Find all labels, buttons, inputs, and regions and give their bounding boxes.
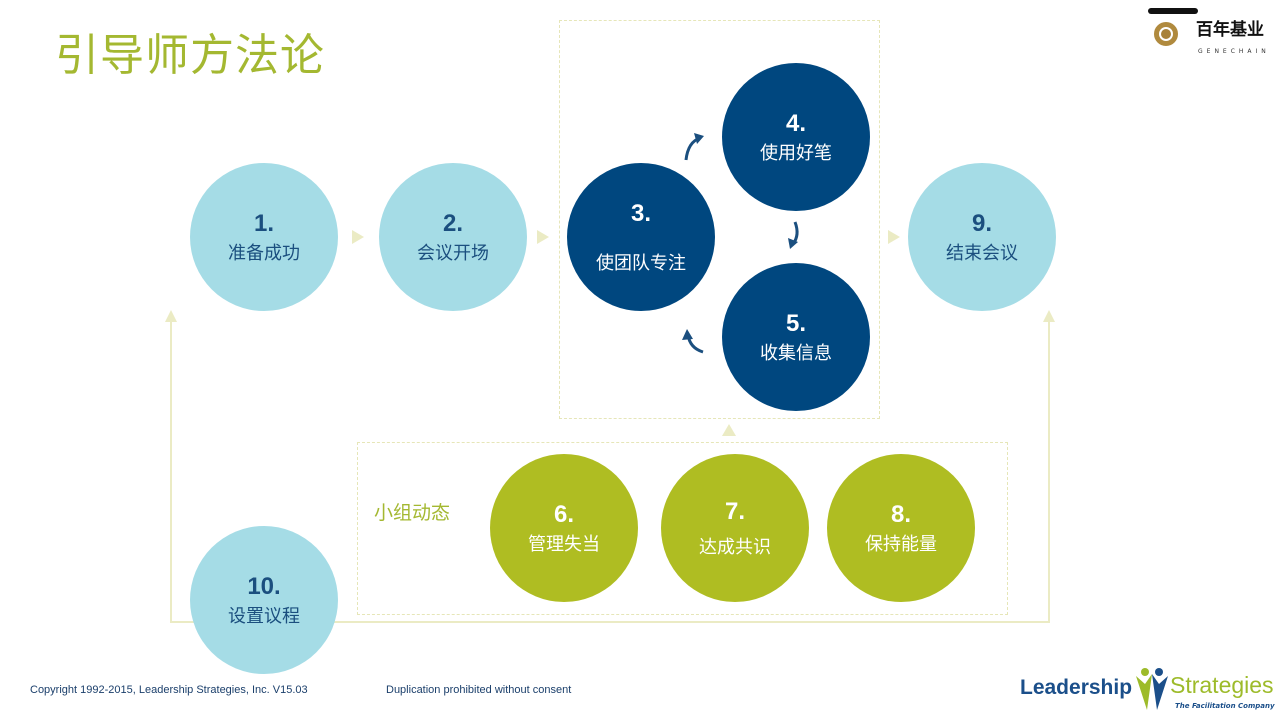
logo-text-a: Leadership (1020, 676, 1133, 699)
arrow-2-3 (537, 230, 549, 244)
focus-box (559, 20, 880, 419)
copyright: Copyright 1992-2015, Leadership Strategi… (30, 684, 308, 696)
logo-text-b: Strategies (1170, 672, 1274, 698)
brush-stroke-icon (1148, 8, 1198, 14)
step-6: 6.管理失当 (490, 454, 638, 602)
leadership-strategies-logo: Leadership Strategies The Facilitation C… (1020, 664, 1278, 718)
genechain-sub: GENECHAIN (1198, 48, 1270, 55)
duplication-notice: Duplication prohibited without consent (386, 684, 572, 696)
arrow-up-left (165, 310, 177, 322)
page-title: 引导师方法论 (55, 30, 325, 81)
step-1: 1.准备成功 (190, 163, 338, 311)
arrow-3-9 (888, 230, 900, 244)
step-7: 7.达成共识 (661, 454, 809, 602)
arrow-1-2 (352, 230, 364, 244)
arrow-up-right (1043, 310, 1055, 322)
people-icon (1136, 668, 1168, 710)
group-dynamics-box (357, 442, 1008, 615)
feedback-line (170, 316, 1050, 623)
arrow-up-group (722, 424, 736, 436)
genechain-logo: 百年基业 GENECHAIN (1148, 8, 1278, 62)
group-dynamics-label: 小组动态 (374, 502, 451, 524)
step-4: 4.使用好笔 (722, 63, 870, 211)
step-2: 2.会议开场 (379, 163, 527, 311)
ring-icon (1154, 22, 1178, 46)
step-9: 9.结束会议 (908, 163, 1056, 311)
step-5: 5.收集信息 (722, 263, 870, 411)
genechain-text: 百年基业 (1196, 20, 1264, 40)
step-3: 3.使团队专注 (567, 163, 715, 311)
logo-tagline: The Facilitation Company (1175, 702, 1275, 710)
step-10: 10.设置议程 (190, 526, 338, 674)
step-8: 8.保持能量 (827, 454, 975, 602)
